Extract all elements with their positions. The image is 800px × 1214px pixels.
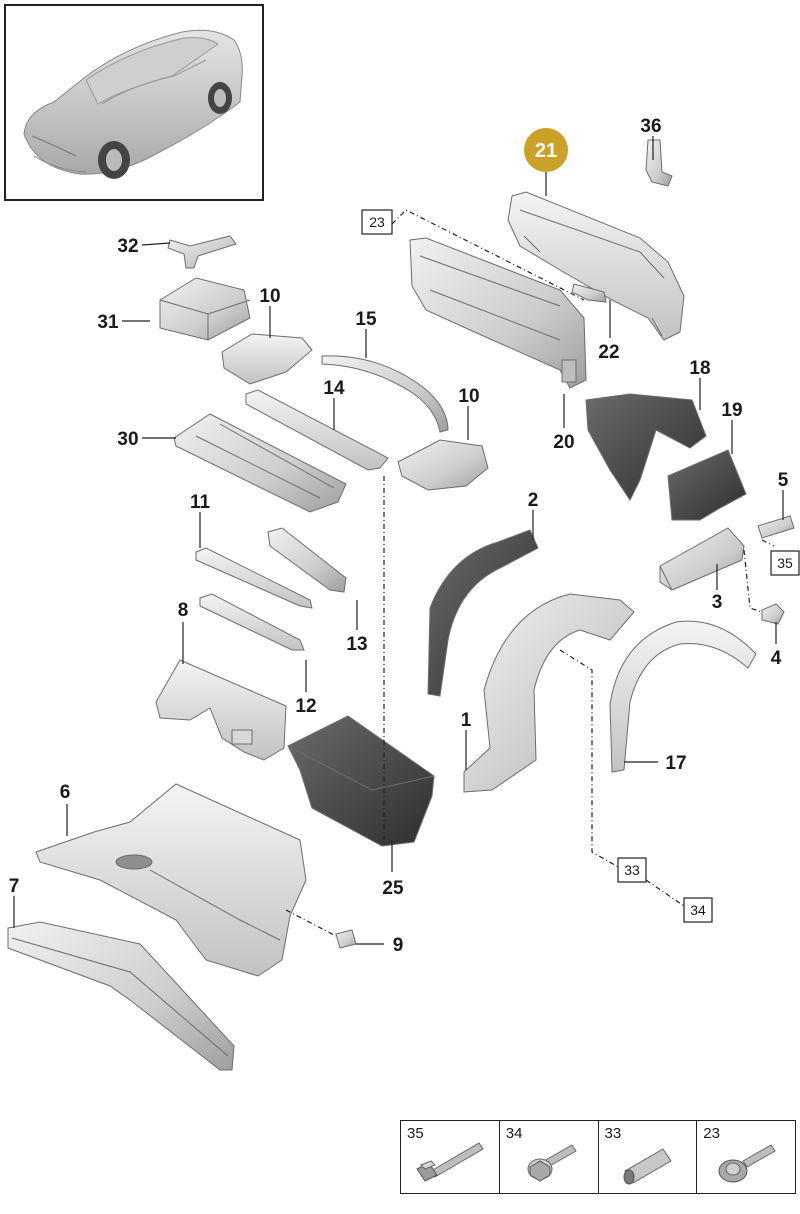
callout-25[interactable]: 25 xyxy=(382,878,404,899)
legend-number: 33 xyxy=(604,1125,622,1142)
part-17-wheel-liner[interactable] xyxy=(609,620,757,773)
part-15-strut[interactable] xyxy=(321,355,449,433)
part-14-rail[interactable] xyxy=(245,389,389,471)
part-7-side-member[interactable] xyxy=(7,921,235,1071)
reference-33-label: 33 xyxy=(624,862,640,878)
part-2-wheel-liner[interactable] xyxy=(427,529,539,697)
part-22-bracket[interactable] xyxy=(571,283,607,303)
washer-bolt-icon xyxy=(718,1144,776,1183)
callout-21-highlight[interactable]: 21 xyxy=(524,128,568,172)
reference-34-label: 34 xyxy=(690,902,706,918)
vehicle-thumbnail xyxy=(4,4,264,201)
part-13-channel[interactable] xyxy=(267,527,347,593)
reference-23-label: 23 xyxy=(369,214,385,230)
part-30-floor-tray[interactable] xyxy=(173,413,347,513)
callout-6[interactable]: 6 xyxy=(60,782,71,803)
callout-5[interactable]: 5 xyxy=(778,470,789,491)
callout-30[interactable]: 30 xyxy=(117,429,138,450)
callout-10-left[interactable]: 10 xyxy=(259,286,280,307)
callout-1[interactable]: 1 xyxy=(461,710,472,731)
callout-22[interactable]: 22 xyxy=(598,342,619,363)
part-8-heat-shield[interactable] xyxy=(155,659,287,761)
part-12-rail[interactable] xyxy=(199,593,305,651)
legend-number: 23 xyxy=(703,1125,720,1142)
callout-labels: 36 32 31 10 15 14 10 30 22 20 18 19 5 2 … xyxy=(9,116,789,956)
callout-18[interactable]: 18 xyxy=(689,358,710,379)
legend-number: 34 xyxy=(505,1125,523,1142)
part-31-control-unit-bracket[interactable] xyxy=(159,277,251,341)
legend-number: 35 xyxy=(407,1125,424,1142)
reference-box-34[interactable]: 34 xyxy=(683,897,713,923)
callout-17[interactable]: 17 xyxy=(665,753,686,774)
callout-14[interactable]: 14 xyxy=(323,378,345,399)
callout-10-right[interactable]: 10 xyxy=(458,386,479,407)
hex-bolt-long-icon xyxy=(416,1142,484,1182)
legend-item-35[interactable]: 35 xyxy=(401,1121,499,1193)
leader-lines xyxy=(13,136,784,945)
callout-21-label: 21 xyxy=(535,140,557,162)
callout-8[interactable]: 8 xyxy=(178,600,189,621)
callout-15[interactable]: 15 xyxy=(355,309,377,330)
part-20-rear-panel[interactable] xyxy=(409,237,587,389)
part-5-clip[interactable] xyxy=(757,515,795,539)
part-10-panel-left[interactable] xyxy=(221,333,313,385)
fastener-legend: 35 34 33 23 xyxy=(400,1120,796,1194)
part-1-wheelhouse[interactable] xyxy=(463,593,635,793)
callout-32[interactable]: 32 xyxy=(117,236,138,257)
part-36-clip[interactable] xyxy=(645,139,673,187)
part-10-panel-right[interactable] xyxy=(397,439,489,491)
reference-box-35[interactable]: 35 xyxy=(770,550,800,576)
callout-31[interactable]: 31 xyxy=(97,312,119,333)
part-25-spare-wheel-well[interactable] xyxy=(287,715,435,847)
part-18-bracket[interactable] xyxy=(585,393,707,501)
callout-12[interactable]: 12 xyxy=(295,696,316,717)
legend-item-34[interactable]: 34 xyxy=(498,1121,598,1193)
legend-item-23[interactable]: 23 xyxy=(696,1121,795,1193)
callout-36[interactable]: 36 xyxy=(640,116,661,137)
car-icon xyxy=(23,29,243,179)
callout-4[interactable]: 4 xyxy=(771,648,782,669)
reference-box-33[interactable]: 33 xyxy=(617,857,647,883)
part-4-clip[interactable] xyxy=(761,603,785,625)
part-19-panel[interactable] xyxy=(667,449,747,521)
callout-3[interactable]: 3 xyxy=(712,592,723,613)
flange-bolt-icon xyxy=(527,1144,577,1182)
reference-box-23[interactable]: 23 xyxy=(361,209,393,235)
part-32-bracket[interactable] xyxy=(167,235,237,269)
part-3-rail-end[interactable] xyxy=(659,527,745,591)
callout-9[interactable]: 9 xyxy=(393,935,404,956)
dashed-guides xyxy=(285,209,775,937)
legend-item-33[interactable]: 33 xyxy=(597,1121,697,1193)
callout-20[interactable]: 20 xyxy=(553,432,574,453)
reference-35-label: 35 xyxy=(777,555,793,571)
sleeve-icon xyxy=(623,1148,672,1185)
callout-13[interactable]: 13 xyxy=(346,634,367,655)
part-6-floor-pan[interactable] xyxy=(35,783,307,977)
part-9-clip[interactable] xyxy=(335,929,357,949)
callout-19[interactable]: 19 xyxy=(721,400,742,421)
callout-7[interactable]: 7 xyxy=(9,876,20,897)
part-21-rear-crossmember-upper[interactable] xyxy=(507,191,685,341)
callout-11[interactable]: 11 xyxy=(190,492,211,513)
callout-2[interactable]: 2 xyxy=(528,490,539,511)
part-11-rail[interactable] xyxy=(195,547,313,609)
